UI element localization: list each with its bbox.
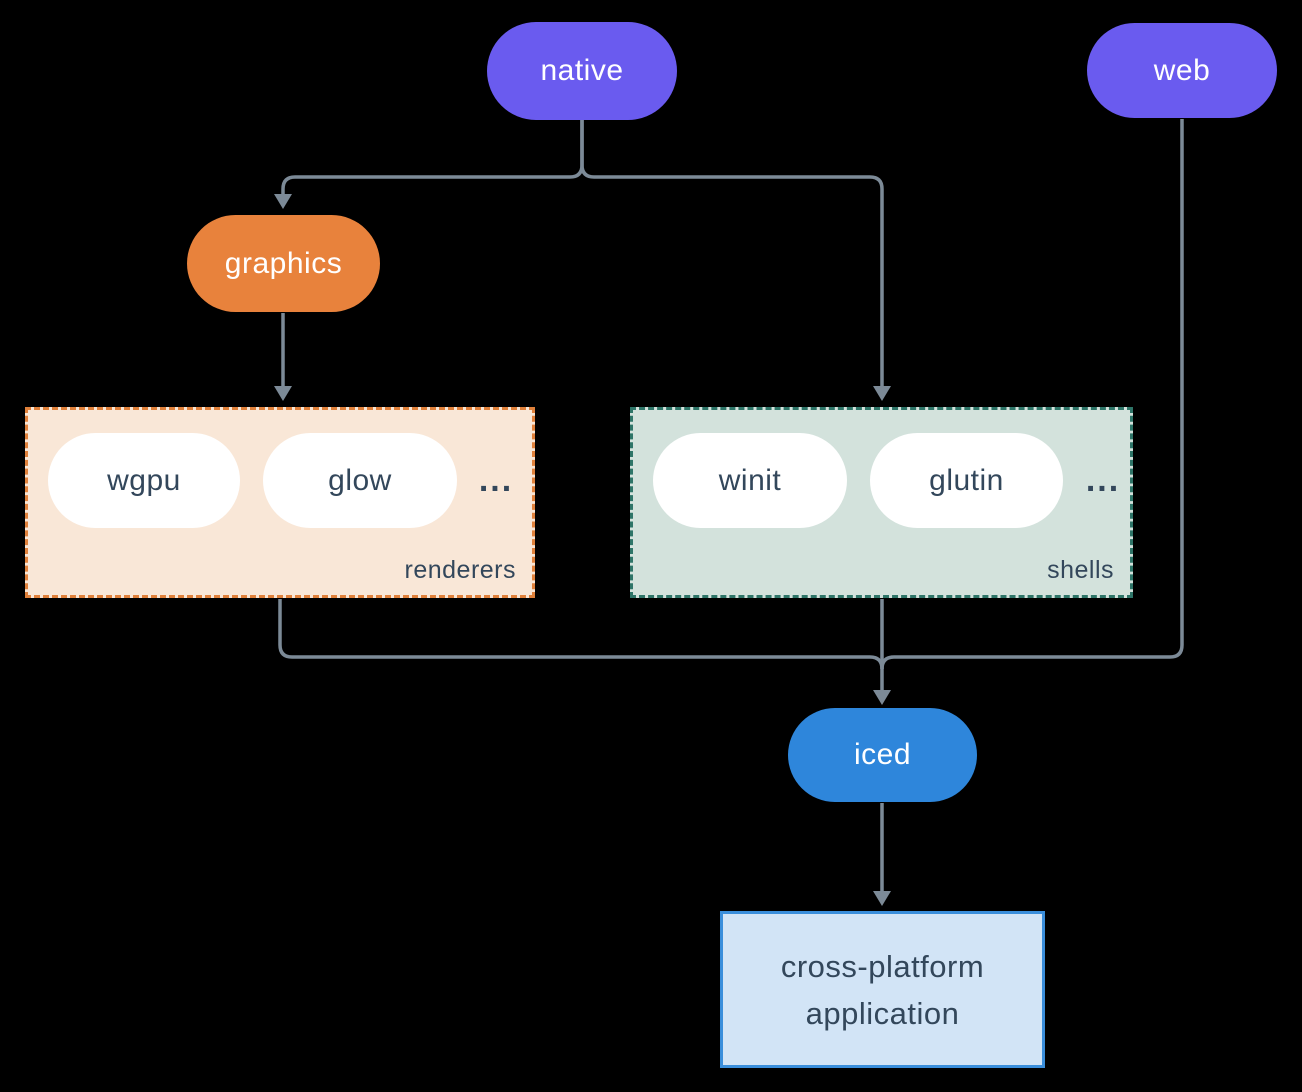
node-application: cross-platform application <box>720 911 1045 1068</box>
pill-glow-label: glow <box>328 463 392 497</box>
pill-glutin-label: glutin <box>929 463 1004 497</box>
pill-winit: winit <box>653 433 847 528</box>
arrowhead-renderers <box>274 386 292 401</box>
node-web: web <box>1087 23 1277 118</box>
node-native: native <box>487 22 677 120</box>
node-graphics: graphics <box>187 215 380 312</box>
node-application-label-line2: application <box>805 995 960 1031</box>
arrowhead-iced <box>873 690 891 705</box>
node-graphics-label: graphics <box>224 246 343 280</box>
node-iced: iced <box>788 708 977 802</box>
group-renderers: wgpu glow ... renderers <box>25 407 535 598</box>
node-application-label-line1: cross-platform <box>780 948 985 984</box>
edge-native-to-shells <box>580 120 884 388</box>
arrowhead-application <box>873 891 891 906</box>
arrowhead-shells <box>873 386 891 401</box>
pill-wgpu: wgpu <box>48 433 240 528</box>
arrowhead-graphics <box>274 194 292 209</box>
edge-native-to-graphics <box>281 120 584 196</box>
edge-renderers-to-merge <box>278 599 884 670</box>
ellipsis-shells: ... <box>1085 461 1121 499</box>
pill-wgpu-label: wgpu <box>107 463 181 497</box>
node-web-label: web <box>1153 53 1211 87</box>
node-iced-label: iced <box>853 738 912 771</box>
node-native-label: native <box>540 54 624 87</box>
group-renderers-label: renderers <box>404 556 516 584</box>
pill-winit-label: winit <box>718 463 782 497</box>
group-shells: winit glutin ... shells <box>630 407 1133 598</box>
pill-glow: glow <box>263 433 457 528</box>
ellipsis-renderers: ... <box>478 461 514 499</box>
pill-glutin: glutin <box>870 433 1063 528</box>
group-shells-label: shells <box>1047 556 1114 584</box>
